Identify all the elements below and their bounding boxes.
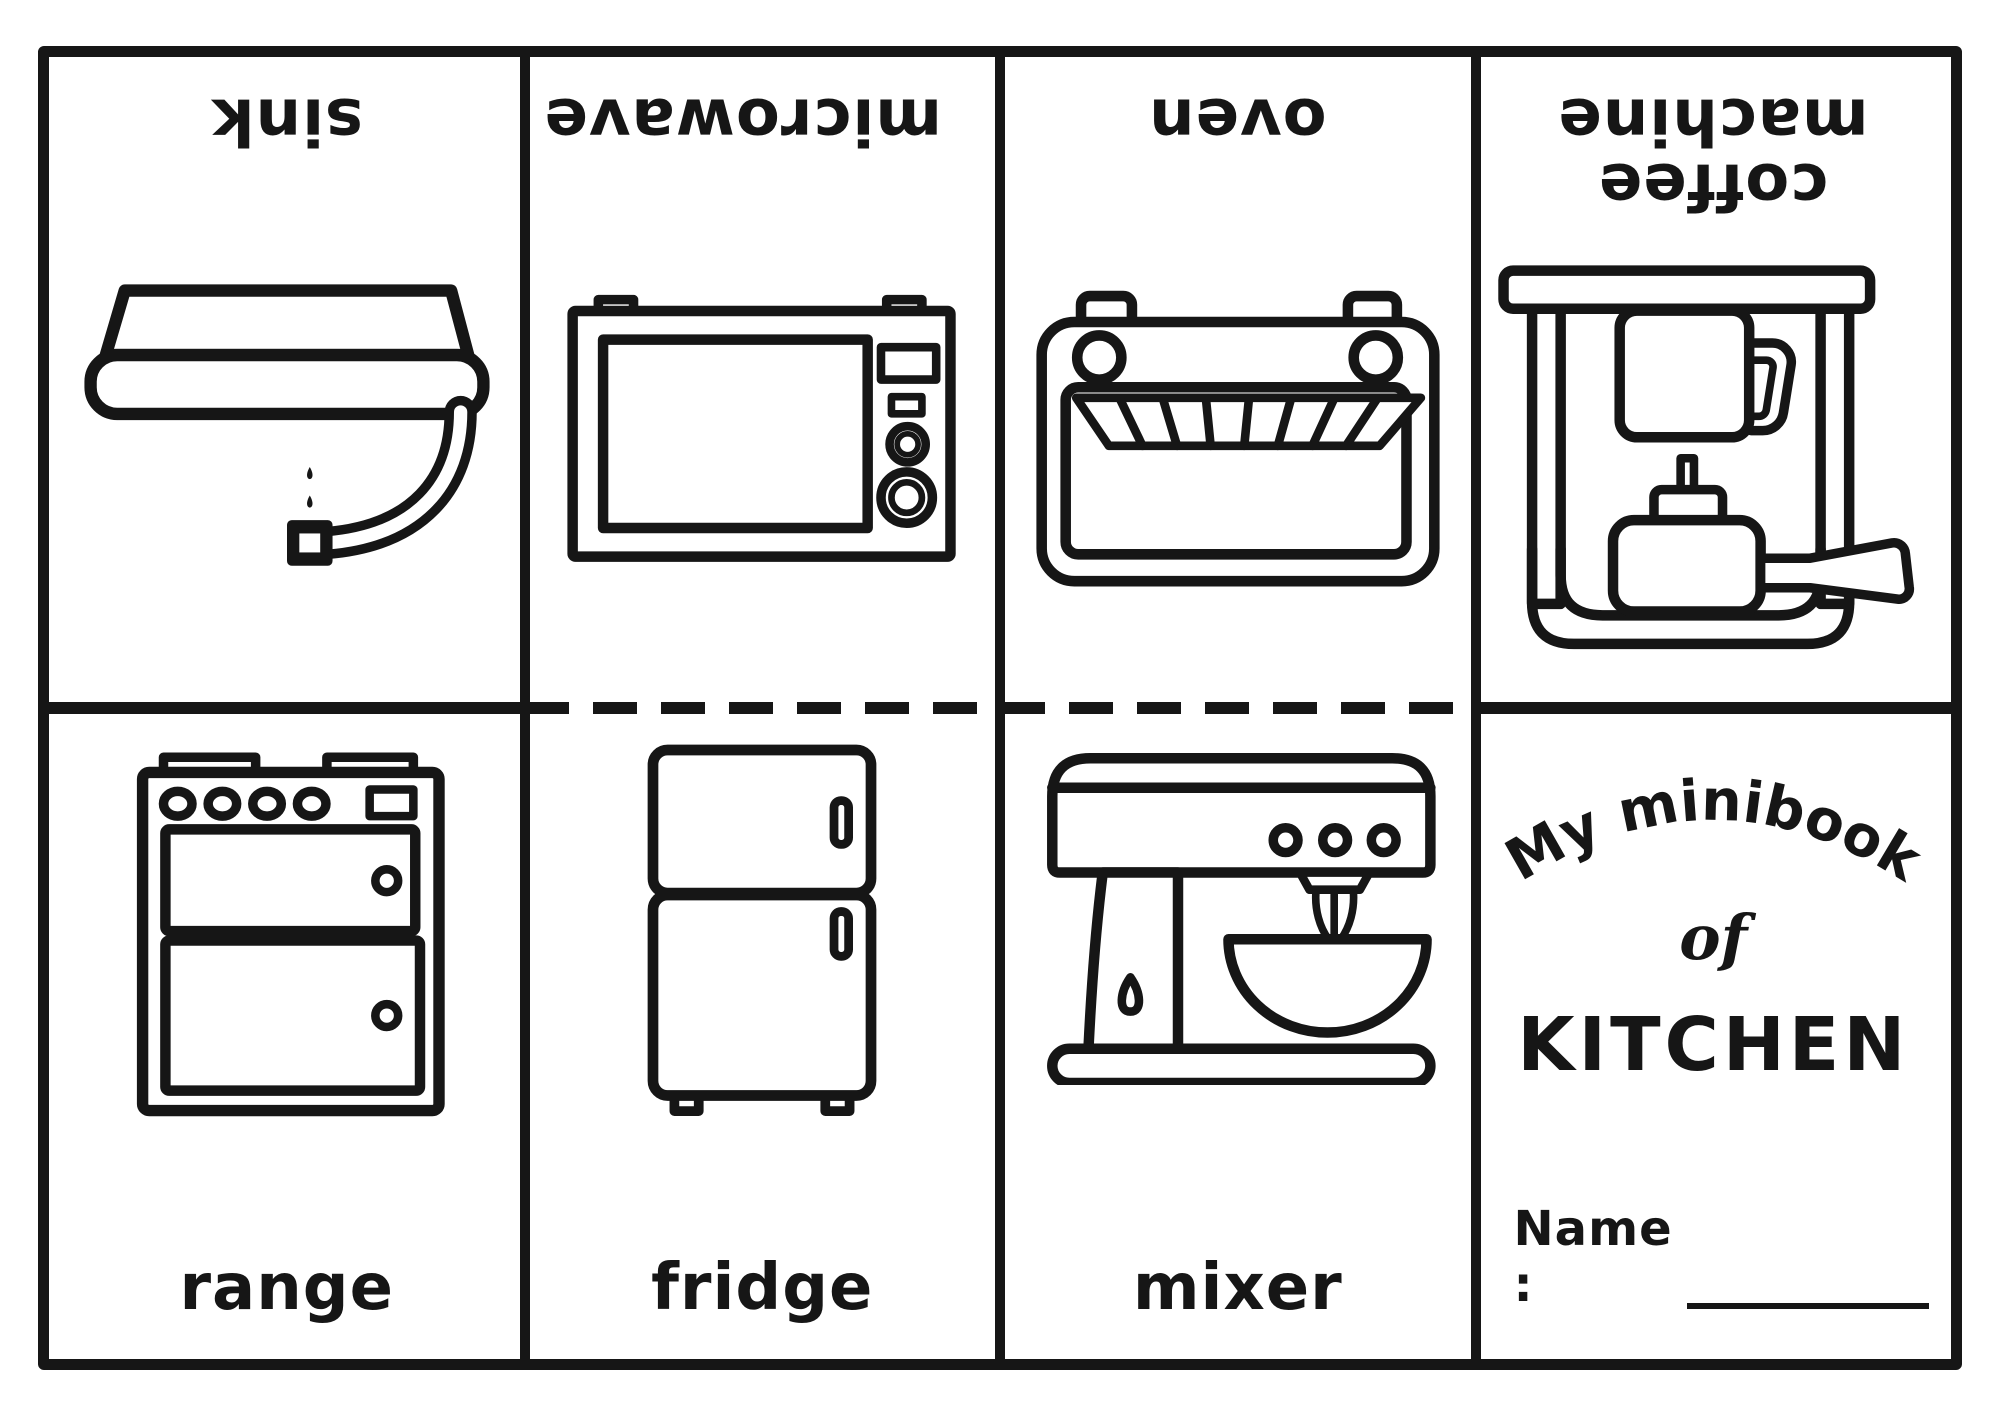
microwave-icon-wrap: [525, 152, 1001, 708]
microwave-icon: [567, 294, 956, 562]
range-icon-wrap: [49, 742, 525, 1122]
panel-range: range: [49, 708, 525, 1359]
coffee-machine-icon-wrap: [1476, 218, 1952, 708]
svg-text:My minibook: My minibook: [1495, 768, 1933, 895]
panel-microwave: microwave: [525, 57, 1001, 708]
panel-label-sink: sink: [210, 83, 363, 158]
panel-oven: oven: [1000, 57, 1476, 708]
panel-label-oven: oven: [1148, 83, 1328, 158]
panel-label-coffee-machine: coffee machine: [1557, 83, 1869, 223]
coffee-machine-icon: [1498, 265, 1915, 649]
cover-title-text: My minibook: [1495, 768, 1933, 895]
panel-cover: My minibook of KITCHEN Name :: [1476, 708, 1952, 1359]
mixer-icon-wrap: [1000, 742, 1476, 1085]
name-label: Name :: [1513, 1201, 1673, 1313]
outer-border: sink microwave: [38, 46, 1962, 1370]
panel-label-mixer: mixer: [1132, 1250, 1343, 1325]
range-icon: [136, 752, 445, 1117]
cover-of-text: of: [1679, 901, 1748, 974]
cover-kitchen-text: KITCHEN: [1517, 1002, 1910, 1088]
panel-mixer: mixer: [1000, 708, 1476, 1359]
horizontal-divider-solid-right: [1475, 702, 1951, 714]
horizontal-divider-dashed-cut-line: [524, 702, 1476, 714]
fridge-icon: [647, 744, 877, 1116]
panel-label-microwave: microwave: [543, 83, 943, 158]
panel-fridge: fridge: [525, 708, 1001, 1359]
oven-icon: [1036, 290, 1440, 587]
sink-icon: [84, 284, 490, 566]
mixer-icon: [1046, 753, 1436, 1085]
panel-coffee-machine: coffee machine: [1476, 57, 1952, 708]
fridge-icon-wrap: [525, 742, 1001, 1122]
cover-title-arc: My minibook: [1495, 768, 1933, 895]
name-write-line: [1686, 1269, 1929, 1309]
panel-sink: sink: [49, 57, 525, 708]
panel-label-fridge: fridge: [651, 1250, 874, 1325]
sink-icon-wrap: [49, 152, 525, 708]
panel-label-range: range: [179, 1250, 395, 1325]
oven-icon-wrap: [1000, 152, 1476, 708]
horizontal-divider-solid-left: [49, 702, 525, 714]
panel-grid: sink microwave: [49, 57, 1951, 1359]
name-row: Name :: [1513, 1201, 1929, 1313]
